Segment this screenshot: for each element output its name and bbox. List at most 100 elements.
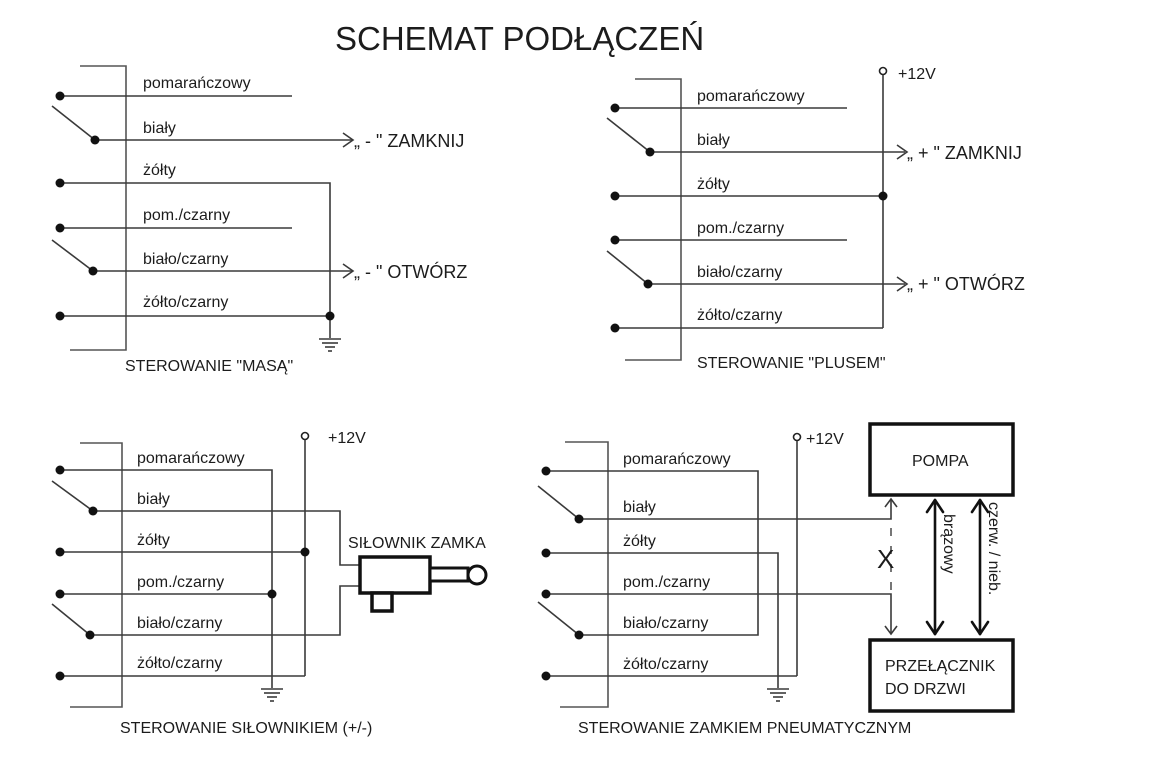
arrow-up-icon xyxy=(970,498,990,514)
terminal-dot xyxy=(55,223,65,233)
terminal-dot xyxy=(88,266,98,276)
supply-label: +12V xyxy=(806,431,844,448)
output-arrow-open xyxy=(342,263,355,279)
output-label-close: „ - " ZAMKNIJ xyxy=(354,131,464,151)
arrow-down-icon xyxy=(970,620,990,636)
relay-switch-open xyxy=(606,250,649,285)
wire-label: biało/czarny xyxy=(143,251,228,268)
junction-dot xyxy=(300,547,310,557)
valve-arrow-down xyxy=(884,625,898,636)
lock-actuator-icon xyxy=(358,555,488,613)
wire-label: pom./czarny xyxy=(623,574,710,591)
output-label-open: „ - " OTWÓRZ xyxy=(354,261,467,282)
relay-switch-close xyxy=(51,105,96,141)
switch-label-line1: PRZEŁĄCZNIK xyxy=(885,658,996,675)
terminal-dot xyxy=(90,135,100,145)
relay-switch-a xyxy=(537,485,580,520)
terminal-dot xyxy=(541,466,551,476)
relay-switch-b xyxy=(537,601,580,636)
terminal-dot xyxy=(610,235,620,245)
terminal-dot xyxy=(574,630,584,640)
hose-label-brown: brązowy xyxy=(940,514,957,574)
output-arrow-open xyxy=(896,276,909,292)
wire-white-black xyxy=(90,585,360,636)
terminal-dot xyxy=(85,630,95,640)
panel-caption: STEROWANIE "MASĄ" xyxy=(125,358,293,375)
terminal-dot xyxy=(541,589,551,599)
pump-label: POMPA xyxy=(912,453,969,470)
panel-ground-control: pomarańczowy biały żółty pom./czarny bia… xyxy=(51,65,467,375)
valve-arrow-up xyxy=(884,497,898,508)
wire-label: pom./czarny xyxy=(137,574,224,591)
output-arrow-close xyxy=(896,144,909,160)
wire-label: biały xyxy=(137,491,170,508)
terminal-dot xyxy=(55,465,65,475)
panel-positive-control: +12V pomarańczowy biały żółty pom./czarn… xyxy=(606,66,1025,372)
connector-bracket xyxy=(70,442,123,708)
terminal-dot xyxy=(541,671,551,681)
wire-label: żółty xyxy=(697,176,730,193)
wire-label: żółty xyxy=(623,533,656,550)
arrow-down-icon xyxy=(925,620,945,636)
wire-label: pomarańczowy xyxy=(697,88,805,105)
component-label: SIŁOWNIK ZAMKA xyxy=(348,535,486,552)
terminal-dot xyxy=(55,178,65,188)
terminal-dot xyxy=(541,548,551,558)
wire-label: biały xyxy=(623,499,656,516)
supply-terminal-icon xyxy=(878,66,888,76)
hose-label-red-blue: czerw. / nieb. xyxy=(985,502,1002,595)
ground-icon xyxy=(261,688,283,702)
wire-label: biały xyxy=(697,132,730,149)
wire-label: żółto/czarny xyxy=(697,307,782,324)
relay-switch-close xyxy=(606,117,651,153)
junction-dot xyxy=(325,311,335,321)
terminal-dot xyxy=(55,91,65,101)
terminal-dot xyxy=(55,311,65,321)
wire-label: biało/czarny xyxy=(137,615,222,632)
terminal-dot xyxy=(610,191,620,201)
wire-label: pomarańczowy xyxy=(623,451,731,468)
supply-label: +12V xyxy=(328,430,366,447)
ground-icon xyxy=(767,688,789,702)
terminal-dot xyxy=(574,514,584,524)
panel-pneumatic-control: +12V pomarańczowy biały żółty pom./czarn… xyxy=(537,422,1015,737)
terminal-dot xyxy=(55,671,65,681)
wire-label: pomarańczowy xyxy=(137,450,245,467)
output-label-open: „ + " OTWÓRZ xyxy=(907,273,1025,294)
supply-terminal-icon xyxy=(300,431,310,441)
diagram-title: SCHEMAT PODŁĄCZEŃ xyxy=(335,20,704,57)
wire-label: żółty xyxy=(143,162,176,179)
connector-bracket xyxy=(560,441,609,708)
pump-box xyxy=(868,422,1015,497)
wire-orange-black xyxy=(546,593,892,634)
wire-label: pomarańczowy xyxy=(143,75,251,92)
terminal-dot xyxy=(55,547,65,557)
wire-label: żółto/czarny xyxy=(143,294,228,311)
wire-label: biały xyxy=(143,120,176,137)
supply-terminal-icon xyxy=(792,432,802,442)
terminal-dot xyxy=(610,323,620,333)
panel-caption: STEROWANIE SIŁOWNIKIEM (+/-) xyxy=(120,720,372,737)
wire-white xyxy=(579,500,892,520)
terminal-dot xyxy=(610,103,620,113)
door-switch-box xyxy=(868,638,1015,713)
panel-caption: STEROWANIE "PLUSEM" xyxy=(697,355,886,372)
relay-switch-a xyxy=(51,480,94,512)
terminal-dot xyxy=(645,147,655,157)
wire-white xyxy=(93,510,360,566)
wire-label: biało/czarny xyxy=(623,615,708,632)
wire-label: żółty xyxy=(137,532,170,549)
connector-bracket xyxy=(625,78,682,361)
wire-yellow xyxy=(546,552,779,688)
terminal-dot xyxy=(643,279,653,289)
wire-label: żółto/czarny xyxy=(623,656,708,673)
terminal-dot xyxy=(55,589,65,599)
junction-dot xyxy=(267,589,277,599)
junction-dot xyxy=(878,191,888,201)
supply-label: +12V xyxy=(898,66,936,83)
terminal-dot xyxy=(88,506,98,516)
relay-switch-open xyxy=(51,239,94,272)
relay-switch-b xyxy=(51,603,91,636)
panel-caption: STEROWANIE ZAMKIEM PNEUMATYCZNYM xyxy=(578,720,911,737)
